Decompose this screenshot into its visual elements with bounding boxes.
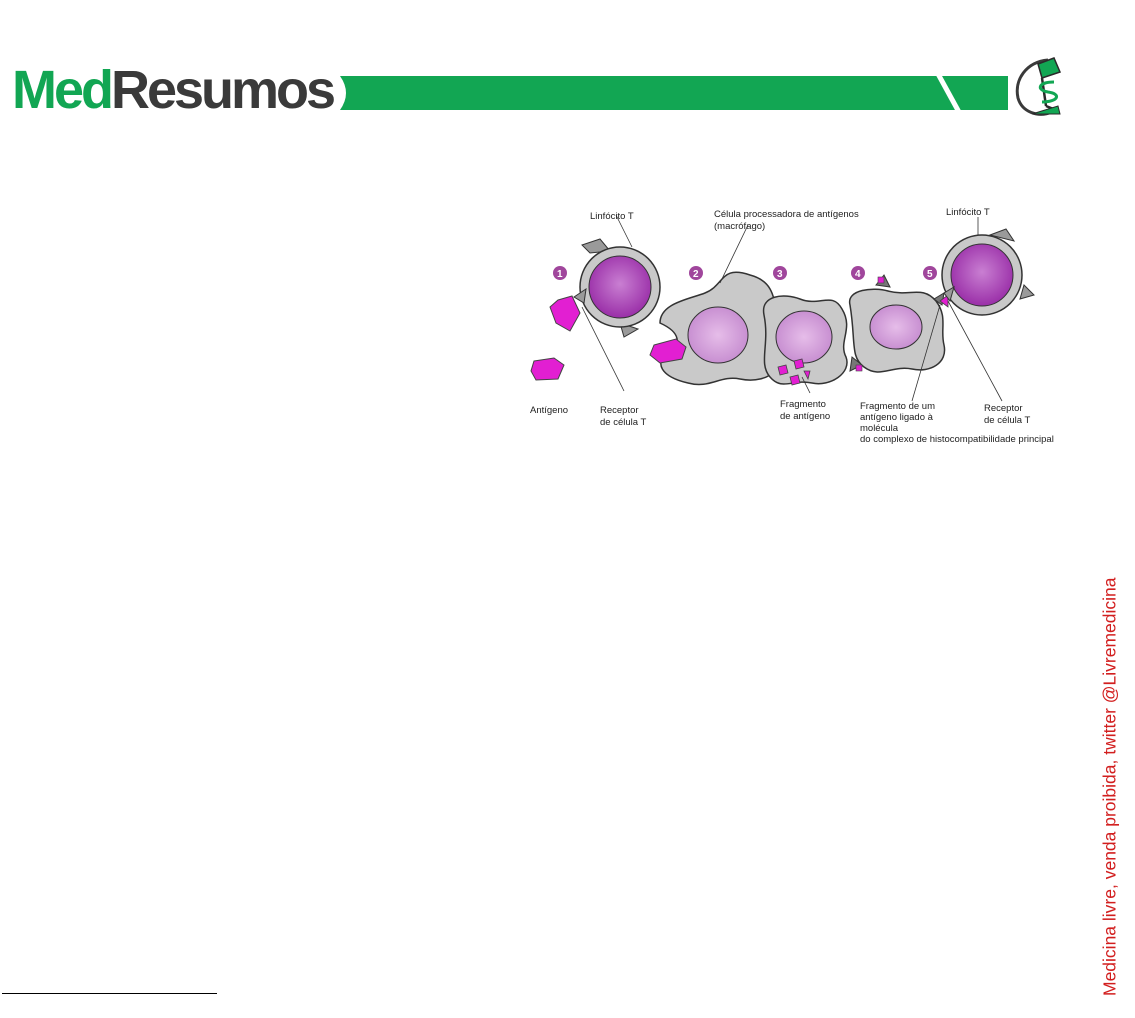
footnote-separator (2, 993, 217, 994)
fragment-2 (793, 358, 805, 370)
label-mhc-line3: molécula (860, 423, 899, 434)
label-receptor2-line1: Receptor (984, 403, 1023, 414)
label-mhc-line1: Fragmento de um (860, 401, 935, 412)
step-number-3: 3 (777, 269, 783, 280)
logo-resumos-text: Resumos (111, 60, 336, 120)
step-2-group: 2 (649, 266, 786, 386)
step-badge-5 (923, 266, 937, 280)
step-5-group: 5 (923, 228, 1035, 316)
label-lymphocyte-left: Linfócito T (590, 211, 634, 222)
leader-lines (581, 214, 1003, 402)
caduceus-emblem-icon (1015, 57, 1062, 116)
header-green-bar (340, 74, 1008, 114)
label-antigen: Antígeno (530, 405, 568, 416)
label-apc-line2: (macrófago) (714, 221, 765, 232)
macrophage-nucleus (687, 306, 749, 364)
step-number-2: 2 (693, 269, 699, 280)
nucleus-left (588, 255, 652, 319)
fragment-3 (789, 374, 801, 386)
label-apc-line1: Célula processadora de antígenos (714, 209, 859, 220)
logo-med-text: Med (12, 60, 114, 120)
step-badge-2 (689, 266, 703, 280)
step-number-5: 5 (927, 269, 933, 280)
side-watermark: Medicina livre, venda proibida, twitter … (1100, 535, 1135, 1010)
apc-nucleus-step3 (775, 310, 833, 364)
label-fragment-line1: Fragmento (780, 399, 826, 410)
label-receptor1-line1: Receptor (600, 405, 639, 416)
step-1-group: 1 (530, 238, 661, 381)
fragment-4 (803, 370, 811, 381)
step-3-group: 3 (762, 266, 848, 386)
label-receptor1-line2: de célula T (600, 417, 646, 428)
antigen-presentation-diagram: 1 2 3 4 5 (530, 207, 1054, 445)
step-badge-4 (851, 266, 865, 280)
label-receptor2-line2: de célula T (984, 415, 1030, 426)
step-number-1: 1 (557, 269, 563, 280)
step-4-group: 4 (849, 266, 946, 373)
nucleus-right (950, 243, 1014, 307)
label-mhc-line2: antígeno ligado à (860, 412, 934, 423)
apc-nucleus-step4 (869, 304, 923, 350)
antigen-shape-upper (549, 295, 581, 332)
medresumos-logo: MedResumos (12, 60, 336, 120)
step-badge-3 (773, 266, 787, 280)
step-badge-1 (553, 266, 567, 280)
label-lymphocyte-right: Linfócito T (946, 207, 990, 218)
engulfed-antigen (649, 338, 687, 364)
step-number-4: 4 (855, 269, 861, 280)
fragment-1 (777, 364, 789, 376)
label-mhc-line4: do complexo de histocompatibilidade prin… (860, 434, 1054, 445)
label-fragment-line2: de antígeno (780, 411, 830, 422)
side-watermark-text: Medicina livre, venda proibida, twitter … (1100, 577, 1120, 996)
page-header: MedResumos (0, 0, 1135, 150)
antigen-shape-lower (530, 357, 565, 381)
